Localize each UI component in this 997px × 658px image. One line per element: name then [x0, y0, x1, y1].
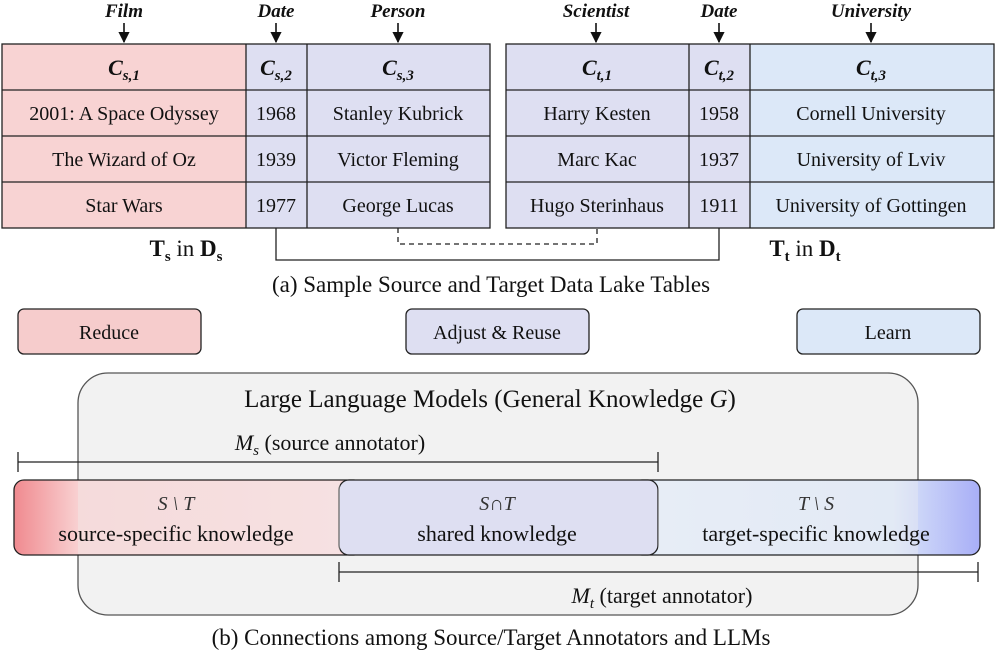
target-cell: Marc Kac	[557, 149, 637, 171]
semantic-type-university: University	[831, 1, 912, 22]
learn-button[interactable]: Learn	[796, 308, 981, 355]
target-cell: 1911	[699, 195, 738, 217]
target-cell: 1958	[699, 103, 739, 125]
adjust-reuse-button[interactable]: Adjust & Reuse	[405, 308, 590, 355]
source-cell: 1939	[256, 149, 296, 171]
semantic-type-scientist: Scientist	[563, 1, 630, 22]
shared-band	[338, 479, 659, 556]
column-connectors	[275, 228, 720, 261]
target-annotator-bracket	[338, 562, 979, 582]
source-specific-label: source-specific knowledge	[58, 521, 293, 546]
semantic-type-date-target: Date	[700, 1, 739, 22]
target-header-ct3: Ct,3	[856, 55, 887, 84]
target-cell: 1937	[699, 149, 739, 171]
source-annotator-label: Ms (source annotator)	[234, 430, 425, 459]
target-header-ct2: Ct,2	[704, 55, 735, 84]
knowledge-bands	[13, 479, 981, 556]
source-cell: Stanley Kubrick	[333, 103, 464, 125]
reduce-button[interactable]: Reduce	[17, 308, 202, 355]
source-annotator-bracket	[17, 452, 659, 472]
target-cell: University of Gottingen	[775, 195, 966, 217]
target-table: Ct,1 Ct,2 Ct,3 Harry Kesten 1958 Cornell…	[505, 43, 995, 229]
source-specific-set: S \ T	[158, 493, 197, 515]
target-cell: University of Lviv	[797, 149, 946, 171]
semantic-type-date-source: Date	[257, 1, 296, 22]
target-cell: Harry Kesten	[543, 103, 650, 125]
caption-b: (b) Connections among Source/Target Anno…	[212, 625, 771, 650]
target-table-label: Tt in Dt	[769, 236, 840, 265]
target-specific-set: T \ S	[798, 493, 834, 515]
target-cell: Hugo Sterinhaus	[530, 195, 664, 217]
shared-set: S∩T	[479, 493, 516, 515]
source-table: Cs,1 Cs,2 Cs,3 2001: A Space Odyssey 196…	[1, 43, 491, 229]
target-header-ct1: Ct,1	[582, 55, 612, 84]
source-cell: The Wizard of Oz	[52, 149, 196, 171]
source-cell: Star Wars	[85, 195, 163, 217]
source-cell: 1977	[256, 195, 296, 217]
caption-a: (a) Sample Source and Target Data Lake T…	[272, 272, 710, 297]
source-header-cs1: Cs,1	[108, 55, 140, 84]
adjust-reuse-button-label: Adjust & Reuse	[433, 322, 561, 344]
semantic-type-film: Film	[104, 1, 143, 22]
target-semantic-types: Scientist Date University	[563, 1, 912, 44]
semantic-type-person: Person	[370, 1, 426, 22]
reduce-button-label: Reduce	[79, 322, 139, 344]
target-cell: Cornell University	[796, 103, 945, 125]
person-scientist-link	[397, 228, 598, 245]
date-column-link	[275, 228, 720, 261]
learn-button-label: Learn	[865, 322, 912, 344]
target-annotator-label: Mt (target annotator)	[571, 583, 753, 612]
target-specific-label: target-specific knowledge	[702, 521, 929, 546]
source-table-label: Ts in Ds	[149, 236, 222, 265]
source-cell: George Lucas	[342, 195, 453, 217]
source-header-cs2: Cs,2	[260, 55, 292, 84]
source-semantic-types: Film Date Person	[104, 1, 426, 44]
llm-box-title: Large Language Models (General Knowledge…	[244, 386, 736, 413]
source-header-cs3: Cs,3	[382, 55, 414, 84]
shared-label: shared knowledge	[417, 521, 576, 546]
source-cell: 2001: A Space Odyssey	[29, 103, 218, 125]
source-cell: Victor Fleming	[337, 149, 459, 171]
source-cell: 1968	[256, 103, 296, 125]
